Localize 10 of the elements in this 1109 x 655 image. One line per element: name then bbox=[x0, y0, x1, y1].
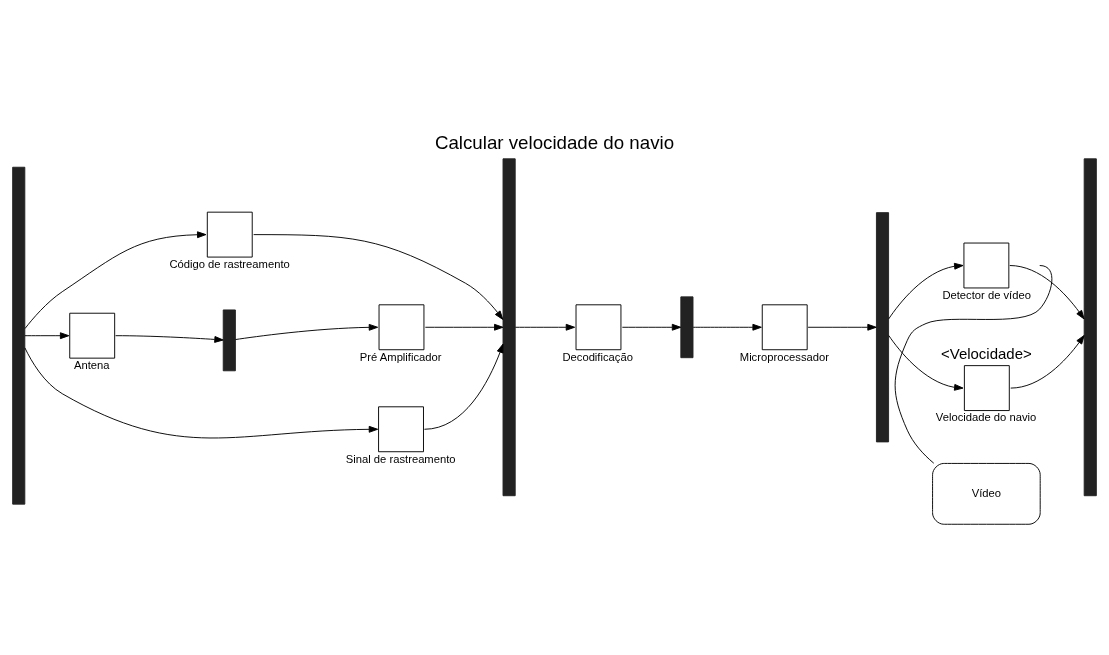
node-label: Decodificação bbox=[562, 350, 633, 363]
node-label: Sinal de rastreamento bbox=[345, 452, 456, 465]
node-label: Microprocessador bbox=[739, 350, 829, 363]
node-label: Velocidade do navio bbox=[935, 411, 1037, 424]
node-label: Código de rastreamento bbox=[169, 257, 290, 270]
node-label: Pré Amplificador bbox=[359, 350, 442, 363]
node-label: <Velocidade> bbox=[940, 344, 1032, 362]
node-label: Antena bbox=[73, 359, 110, 371]
node-label: Detector de vídeo bbox=[942, 288, 1031, 301]
diagram-title: Calcular velocidade do navio bbox=[434, 132, 675, 154]
